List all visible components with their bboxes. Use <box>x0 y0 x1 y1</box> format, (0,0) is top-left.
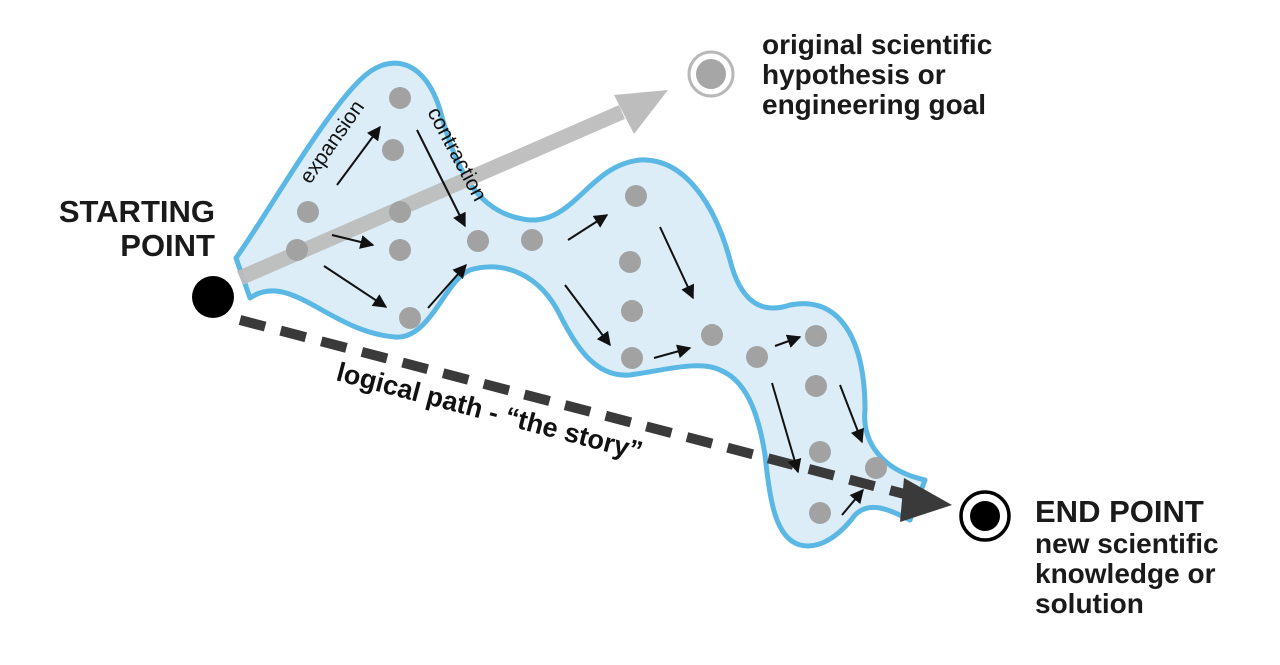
flow-arrow <box>841 488 864 516</box>
starting-point-label: STARTING POINT <box>10 195 215 263</box>
flow-arrow <box>567 214 609 241</box>
exploration-node <box>286 239 308 261</box>
exploration-node <box>389 201 411 223</box>
flow-arrows <box>323 125 864 516</box>
goal-line-2: hypothesis or <box>762 59 946 90</box>
end-point-title: END POINT <box>1035 494 1204 529</box>
exploration-node <box>619 251 641 273</box>
end-point-label: END POINT new scientific knowledge or so… <box>1035 495 1219 619</box>
exploration-node <box>805 375 827 397</box>
exploration-node <box>382 139 404 161</box>
exploration-node <box>805 325 827 347</box>
exploration-node <box>521 229 543 251</box>
exploration-node <box>865 457 887 479</box>
flow-arrow <box>653 344 692 359</box>
logical-path-label: logical path - “the story” <box>333 357 645 466</box>
end-desc-line-3: solution <box>1035 588 1144 619</box>
exploration-node <box>809 441 831 463</box>
exploration-nodes <box>286 87 887 524</box>
exploration-node <box>625 185 647 207</box>
logical-path <box>238 315 952 522</box>
exploration-node <box>701 324 723 346</box>
flow-arrow <box>771 382 802 474</box>
starting-point-line-2: POINT <box>120 228 215 263</box>
flow-arrow <box>416 129 466 228</box>
exploration-node <box>621 300 643 322</box>
goal-line-3: engineering goal <box>762 89 987 120</box>
flow-arrow <box>323 265 388 308</box>
exploration-node <box>746 346 768 368</box>
flow-arrow <box>659 226 695 300</box>
exploration-node <box>389 239 411 261</box>
end-point-description: new scientific knowledge or solution <box>1035 529 1219 619</box>
exploration-node <box>621 347 643 369</box>
exploration-node <box>297 201 319 223</box>
end-desc-line-1: new scientific <box>1035 528 1219 559</box>
end-desc-line-2: knowledge or <box>1035 558 1216 589</box>
flow-arrow <box>331 234 375 249</box>
exploration-node <box>389 87 411 109</box>
starting-point-line-1: STARTING <box>58 194 215 229</box>
goal-node <box>687 50 735 98</box>
exploration-node <box>399 307 421 329</box>
flow-arrow <box>774 334 802 348</box>
flow-arrow <box>427 263 467 309</box>
goal-line-1: original scientific <box>762 29 993 60</box>
flow-arrow <box>564 284 611 347</box>
goal-label: original scientific hypothesis or engine… <box>762 30 992 120</box>
start-node <box>192 276 234 318</box>
end-node <box>959 490 1011 542</box>
flow-arrow <box>336 125 381 186</box>
exploration-node <box>467 230 489 252</box>
flow-arrow <box>839 384 864 444</box>
exploration-node <box>809 502 831 524</box>
